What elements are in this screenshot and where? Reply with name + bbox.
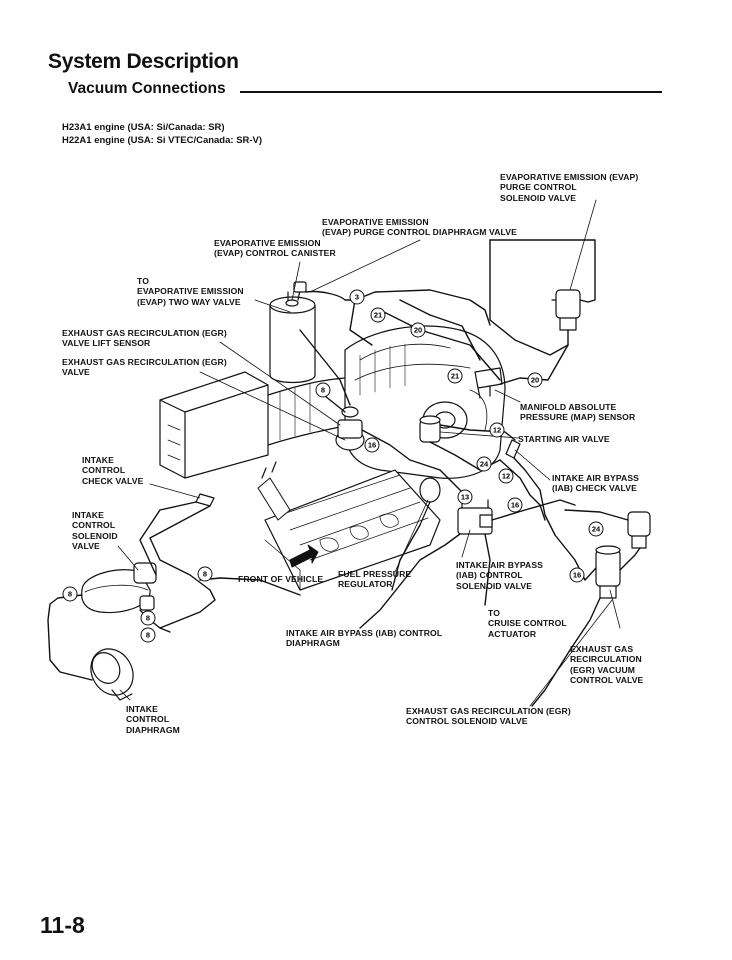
egr-vacuum-control-valve [595, 545, 621, 599]
label-front-of-vehicle: FRONT OF VEHICLE [238, 574, 324, 584]
svg-text:24: 24 [592, 525, 601, 534]
svg-text:3: 3 [355, 293, 359, 302]
svg-text:8: 8 [146, 614, 150, 623]
hose-callout: 12 [498, 468, 514, 484]
intake-check-valve [195, 493, 215, 507]
svg-text:8: 8 [203, 570, 207, 579]
label-egr-vacuum-control-valve: EXHAUST GAS RECIRCULATION (EGR) VACUUM C… [570, 644, 644, 686]
svg-text:16: 16 [511, 501, 519, 510]
svg-text:20: 20 [531, 376, 539, 385]
svg-text:16: 16 [368, 441, 376, 450]
hose-callout: 8 [197, 566, 213, 582]
label-evap-purge-solenoid: EVAPORATIVE EMISSION (EVAP) PURGE CONTRO… [500, 172, 639, 203]
fuel-pressure-regulator [419, 477, 441, 526]
label-evap-purge-diaphragm: EVAPORATIVE EMISSION (EVAP) PURGE CONTRO… [322, 217, 517, 238]
engine-line-h22a1: H22A1 engine (USA: Si VTEC/Canada: SR-V) [62, 135, 263, 146]
svg-text:12: 12 [502, 472, 510, 481]
engine-line-h23a1: H23A1 engine (USA: Si/Canada: SR) [62, 122, 225, 133]
intake-control-solenoid [81, 562, 157, 614]
page-title: System Description [48, 50, 239, 73]
intake-manifold [344, 325, 506, 479]
hose-callout: 24 [476, 456, 492, 472]
svg-text:8: 8 [321, 386, 325, 395]
intake-control-diaphragm [90, 648, 134, 701]
vacuum-hoses [47, 239, 641, 707]
starting-air-valve [419, 415, 441, 443]
hose-callout: 21 [370, 307, 386, 323]
section-title: Vacuum Connections [68, 80, 226, 97]
label-fuel-pressure-regulator: FUEL PRESSURE REGULATOR [338, 569, 412, 590]
svg-text:24: 24 [480, 460, 489, 469]
iab-control-solenoid [457, 499, 493, 535]
svg-text:16: 16 [573, 571, 581, 580]
svg-text:21: 21 [374, 311, 382, 320]
egr-valve [335, 406, 365, 451]
svg-text:12: 12 [493, 426, 501, 435]
hose-callouts: 3 21 20 8 16 21 20 12 24 12 13 16 24 16 … [62, 289, 604, 643]
label-evap-two-way: TO EVAPORATIVE EMISSION (EVAP) TWO WAY V… [137, 276, 244, 307]
cylinder-head [264, 469, 441, 591]
hose-callout: 8 [315, 382, 331, 398]
hose-callout: 16 [569, 567, 585, 583]
svg-text:21: 21 [451, 372, 459, 381]
fuel-rail [257, 461, 291, 521]
hose-callout: 24 [588, 521, 604, 537]
page-number: 11-8 [40, 912, 85, 938]
label-iab-control-diaphragm: INTAKE AIR BYPASS (IAB) CONTROL DIAPHRAG… [286, 628, 443, 649]
svg-text:8: 8 [146, 631, 150, 640]
hose-callout: 12 [489, 422, 505, 438]
hose-callout: 20 [410, 322, 426, 338]
label-map-sensor: MANIFOLD ABSOLUTE PRESSURE (MAP) SENSOR [520, 402, 636, 423]
hose-callout: 8 [62, 586, 78, 602]
hose-callout: 8 [140, 610, 156, 626]
label-intake-control-solenoid: INTAKE CONTROL SOLENOID VALVE [72, 510, 118, 552]
front-arrow [289, 544, 319, 568]
svg-text:8: 8 [68, 590, 72, 599]
svg-text:13: 13 [461, 493, 469, 502]
evap-purge-solenoid [551, 289, 589, 346]
label-egr-control-solenoid: EXHAUST GAS RECIRCULATION (EGR) CONTROL … [406, 706, 571, 727]
hose-callout: 21 [447, 368, 463, 384]
label-egr-lift-sensor: EXHAUST GAS RECIRCULATION (EGR) VALVE LI… [62, 328, 227, 349]
hose-callout: 20 [527, 372, 543, 388]
svg-text:20: 20 [414, 326, 422, 335]
title-rule [240, 91, 662, 93]
label-egr-valve: EXHAUST GAS RECIRCULATION (EGR) VALVE [62, 357, 227, 378]
leader-lines [117, 199, 621, 707]
label-intake-check-valve: INTAKE CONTROL CHECK VALVE [82, 455, 144, 486]
label-cruise-control: TO CRUISE CONTROL ACTUATOR [488, 608, 567, 639]
label-evap-canister: EVAPORATIVE EMISSION (EVAP) CONTROL CANI… [214, 238, 336, 259]
label-intake-control-diaphragm: INTAKE CONTROL DIAPHRAGM [126, 704, 180, 735]
egr-control-solenoid [627, 511, 651, 549]
hose-callout: 13 [457, 489, 473, 505]
label-iab-control-solenoid: INTAKE AIR BYPASS (IAB) CONTROL SOLENOID… [456, 560, 544, 591]
hose-callout: 8 [140, 627, 156, 643]
label-iab-check-valve: INTAKE AIR BYPASS (IAB) CHECK VALVE [552, 473, 640, 494]
hose-callout: 16 [507, 497, 523, 513]
label-starting-air-valve: STARTING AIR VALVE [518, 434, 610, 444]
hose-callout: 16 [364, 437, 380, 453]
hose-callout: 3 [349, 289, 365, 305]
